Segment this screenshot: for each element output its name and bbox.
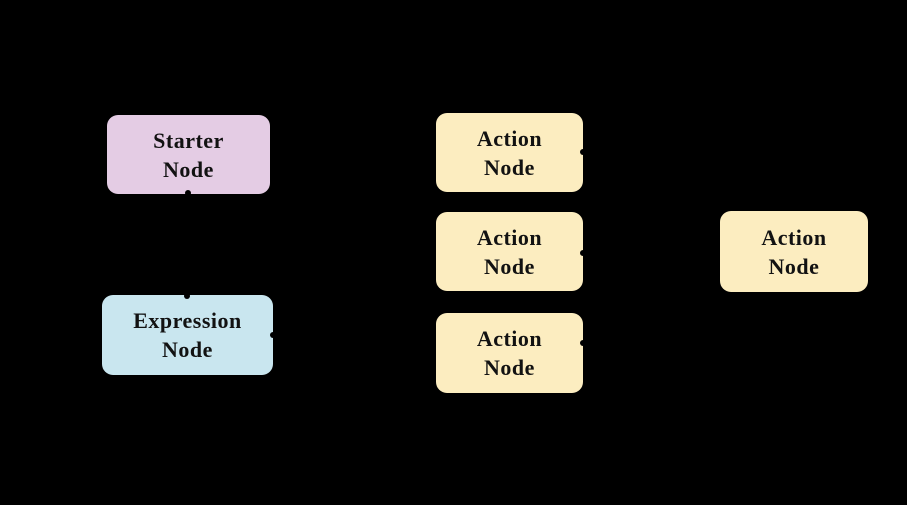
action-node-2-label-line1: Action — [476, 224, 543, 250]
expression-node-label-line1: Expression — [133, 308, 242, 333]
action-node-1: Action Node — [436, 113, 583, 192]
expression-node: Expression Node — [102, 295, 273, 375]
expression-node-label-line2: Node — [162, 337, 213, 362]
action-node-2: Action Node — [436, 212, 583, 291]
action-node-2-label-line2: Node — [484, 253, 535, 279]
arrow-endpoint-dot — [185, 190, 191, 196]
action-node-1-label-line1: Action — [476, 125, 543, 151]
action-node-right-label-line1: Action — [761, 224, 827, 250]
action-node-3: Action Node — [436, 313, 583, 393]
arrow-endpoint-dot — [580, 149, 586, 155]
starter-node: Starter Node — [107, 115, 270, 194]
action-node-right: Action Node — [720, 211, 868, 292]
action-node-right-label-line2: Node — [768, 253, 820, 279]
starter-node-label-line1: Starter — [153, 127, 224, 153]
action-node-1-label-line2: Node — [484, 154, 535, 180]
arrow-endpoint-dot — [580, 250, 586, 256]
starter-node-label-line2: Node — [163, 156, 214, 182]
arrow-endpoint-dot — [184, 293, 190, 299]
arrow-endpoint-dot — [580, 340, 586, 346]
action-node-3-label-line1: Action — [476, 326, 543, 351]
arrow-endpoint-dot — [270, 332, 276, 338]
action-node-3-label-line2: Node — [484, 355, 535, 380]
